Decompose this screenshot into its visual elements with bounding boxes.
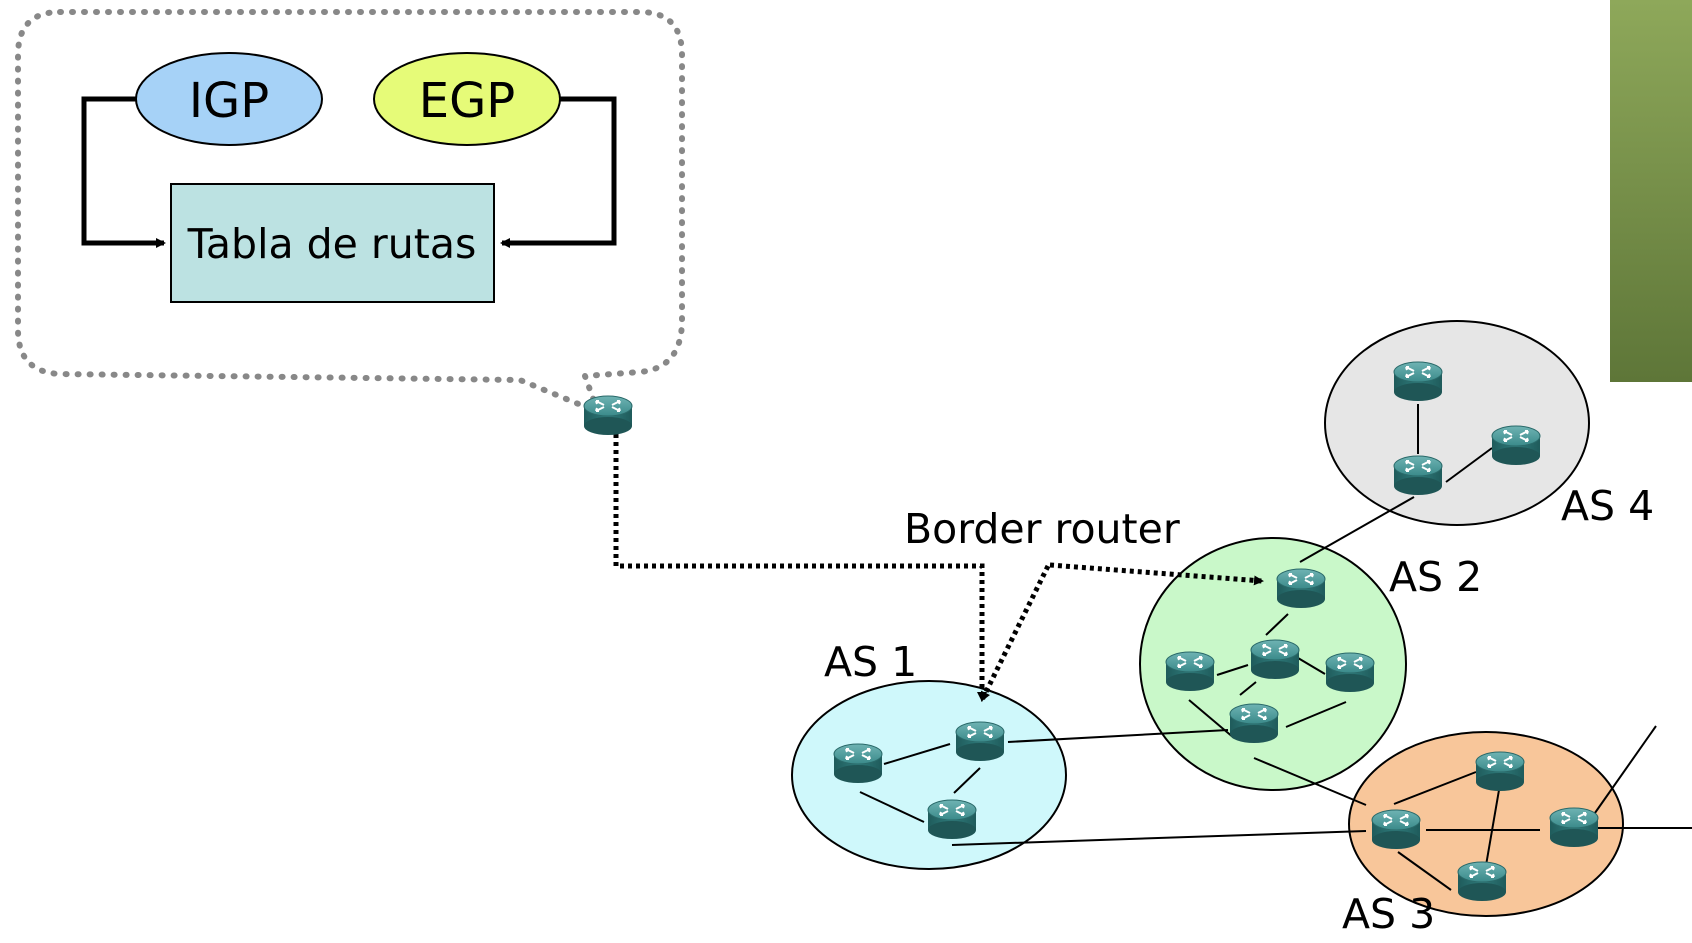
router-icon [1457, 861, 1507, 902]
as4-label: AS 4 [1561, 482, 1654, 530]
igp-label: IGP [189, 73, 269, 129]
border-router-label: Border router [904, 505, 1180, 553]
as3-region [1348, 731, 1624, 917]
egp-ellipse [373, 52, 561, 146]
router-icon [1165, 651, 1215, 692]
egp-label: EGP [419, 73, 515, 129]
egp-to-table-arrow [500, 96, 617, 248]
router-icon [583, 395, 633, 436]
callout-pointer [613, 434, 987, 702]
as1-label: AS 1 [824, 638, 917, 686]
border-router-pointer-as2 [1049, 562, 1264, 586]
as2-label: AS 2 [1389, 553, 1482, 601]
accent-bar [1610, 0, 1692, 382]
callout-bubble [15, 9, 685, 418]
as4-region [1324, 320, 1590, 526]
router-icon [1325, 652, 1375, 693]
router-icon [1393, 361, 1443, 402]
router-icon [1276, 568, 1326, 609]
router-icon [955, 721, 1005, 762]
routing-table-box [170, 183, 495, 303]
border-router-pointer-as1 [979, 564, 1051, 702]
router-icon [1393, 455, 1443, 496]
network-links [859, 404, 1692, 891]
router-icon [927, 799, 977, 840]
router-icon [1250, 639, 1300, 680]
as3-label: AS 3 [1342, 890, 1435, 938]
router-icon [1371, 809, 1421, 850]
router-icon [1229, 703, 1279, 744]
router-icon [1549, 807, 1599, 848]
router-icon [833, 743, 883, 784]
as1-region [791, 680, 1067, 870]
routing-table-label: Tabla de rutas [187, 220, 477, 268]
router-icon [1491, 425, 1541, 466]
router-icon [1475, 751, 1525, 792]
igp-ellipse [135, 52, 323, 146]
igp-to-table-arrow [81, 96, 166, 248]
